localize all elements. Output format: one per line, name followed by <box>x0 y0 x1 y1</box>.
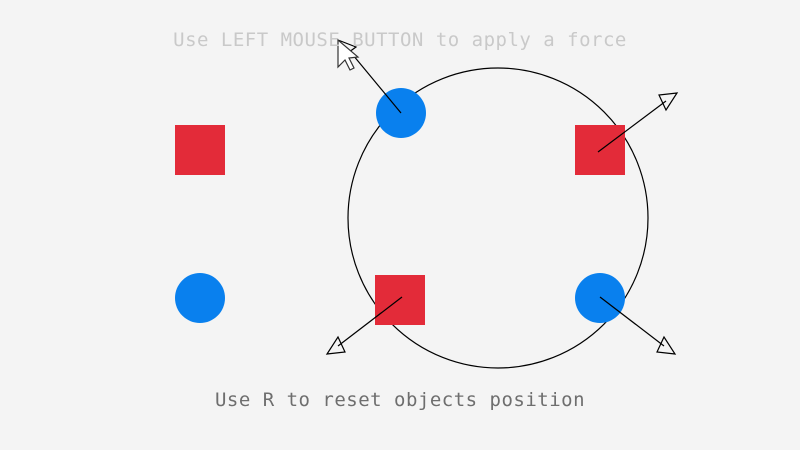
force-arrow-right-square <box>597 92 679 153</box>
circle-track-bottom-right[interactable] <box>575 273 625 323</box>
force-arrow-bottom-right-circle <box>599 296 677 355</box>
square-free-top-left[interactable] <box>175 125 225 175</box>
circular-track <box>347 67 649 369</box>
square-track-bottom[interactable] <box>375 275 425 325</box>
force-arrow-bottom-square <box>325 296 403 355</box>
circle-free-bottom-left[interactable] <box>175 273 225 323</box>
mouse-cursor-icon <box>337 38 360 71</box>
